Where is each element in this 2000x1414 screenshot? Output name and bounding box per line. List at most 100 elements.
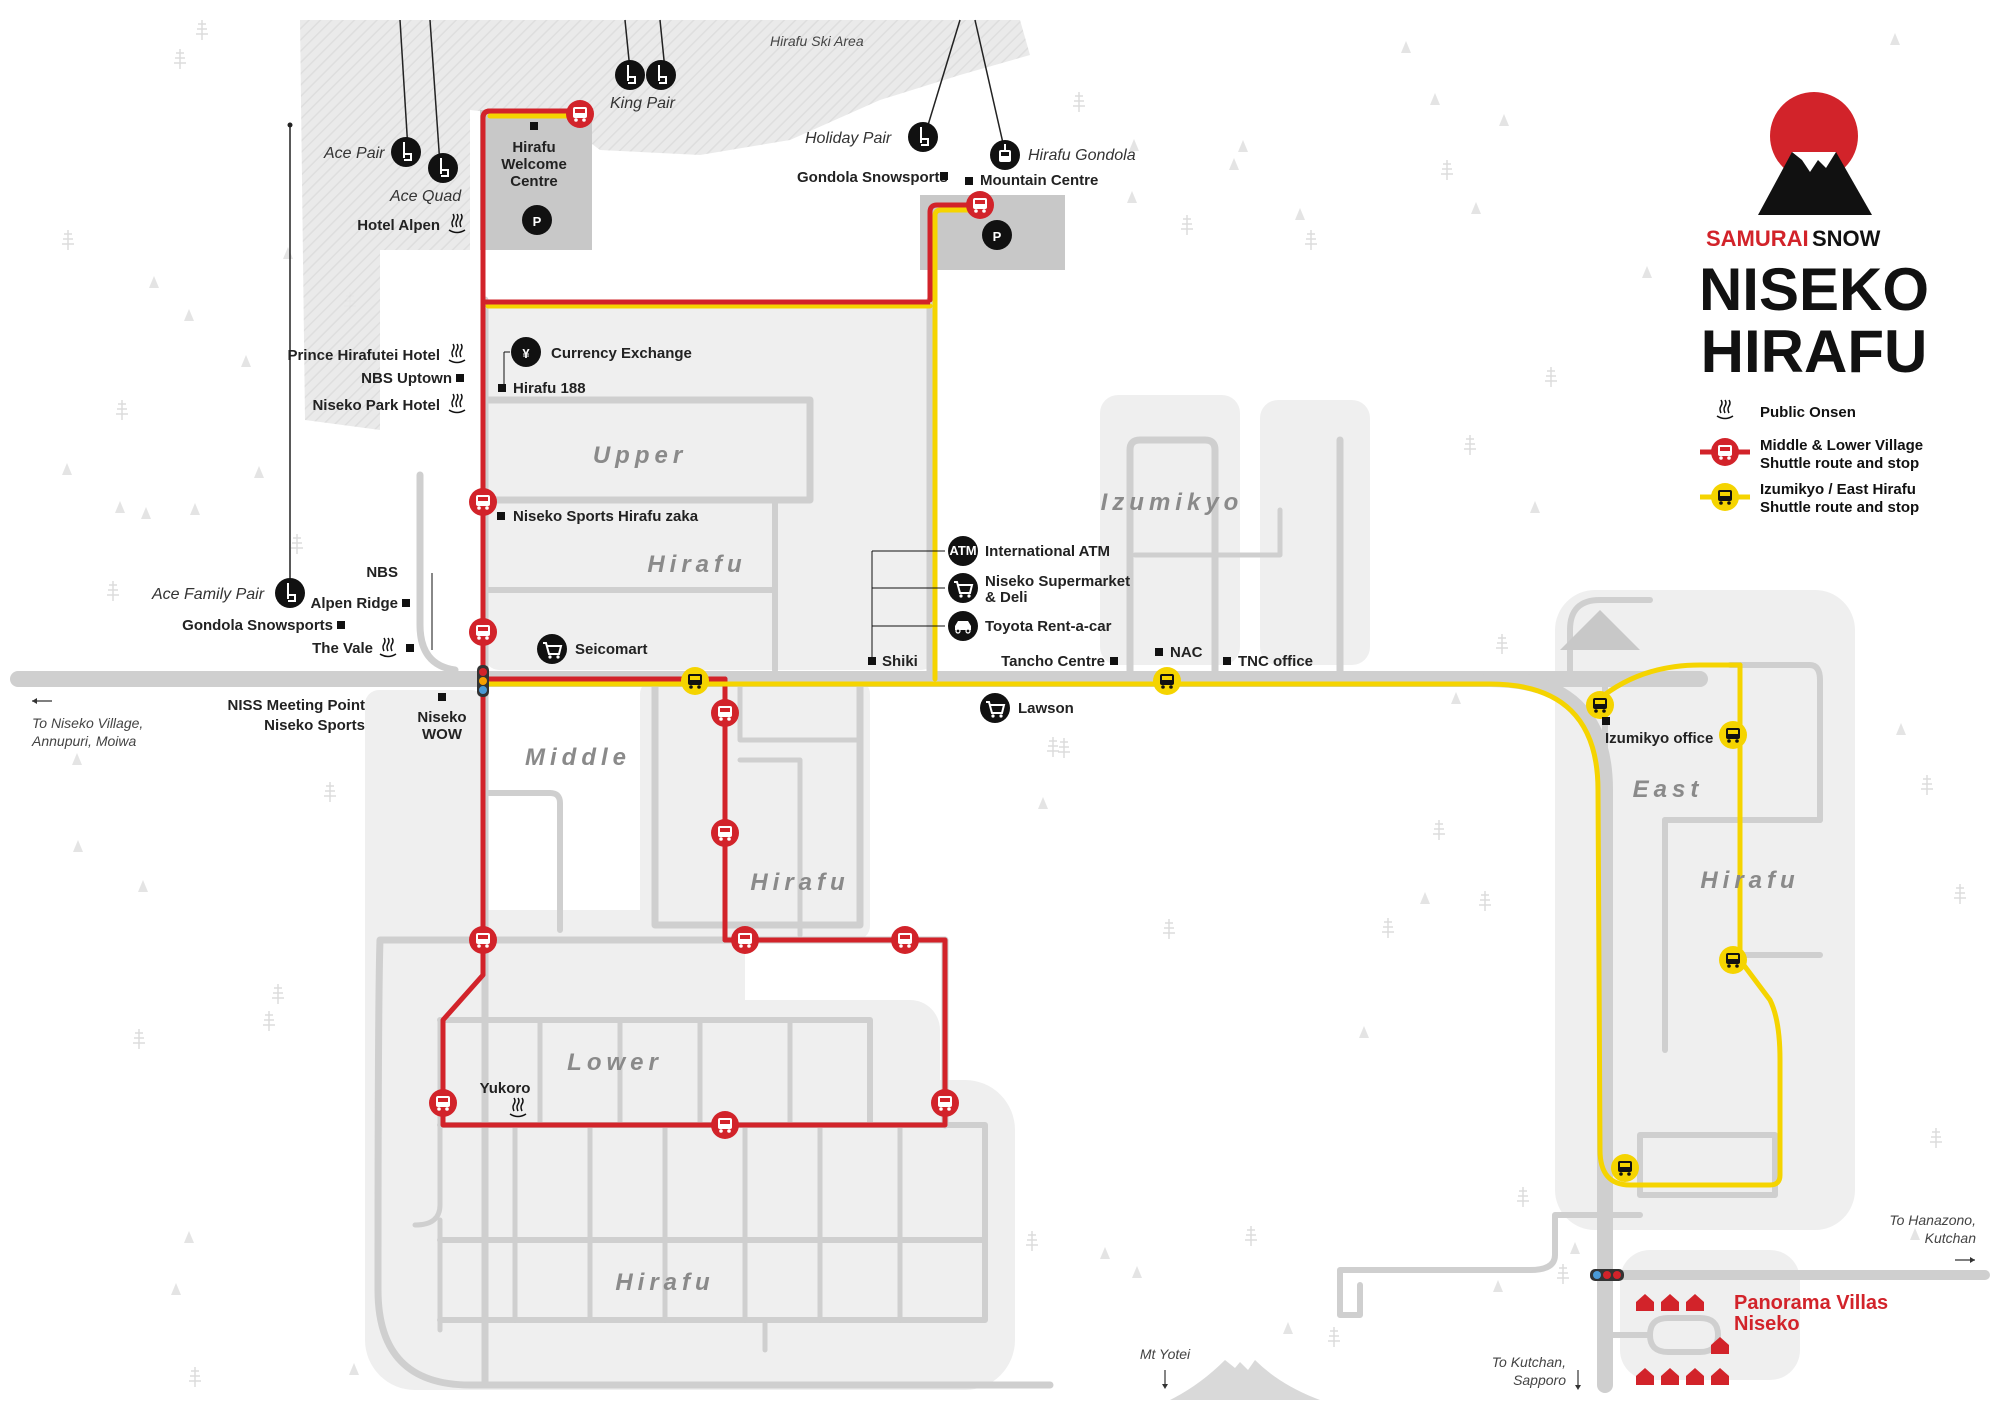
traffic-light-icon [477,665,489,697]
place-label: Niseko Sports [264,717,365,734]
onsen-icon [379,637,397,658]
tree-icon [190,503,200,515]
place-label: Yukoro [480,1080,531,1097]
tree-icon [1283,1322,1293,1334]
ski-area: Hirafu Ski Area [300,20,1030,430]
tree-icon [138,880,148,892]
yellow-bus-stop [1611,1154,1639,1182]
red-bus-stop [931,1089,959,1117]
tree-icon [1910,1228,1920,1240]
ace-family-pair-lift-icon [274,577,306,609]
area-label: Lower [567,1049,663,1076]
king-pair-lift-icon [645,59,677,91]
svg-text:ATM: ATM [949,543,976,558]
tree-icon [1493,1280,1503,1292]
tree-icon [1381,917,1395,939]
red-bus-stop [711,699,739,727]
legend-yellow-2: Shuttle route and stop [1760,499,1919,516]
lift-label-ace-pair: Ace Pair [323,145,385,162]
direction-label: Sapporo [1513,1372,1566,1388]
welcome-centre-label: Centre [510,173,558,190]
atm-icon: ATM [948,536,978,566]
tree-icon [184,1231,194,1243]
place-label: Izumikyo office [1605,730,1713,747]
tree-icon [115,501,125,513]
yellow-bus-stop [1711,483,1739,511]
red-bus-stop [469,618,497,646]
area-label: East [1633,776,1704,803]
shopping-cart-icon [947,572,979,604]
tree-icon [1556,1263,1570,1285]
direction-labels: To Niseko Village, Annupuri, Moiwa To Ha… [31,698,1976,1390]
tree-icon [290,533,304,555]
brand-left: SAMURAI [1706,226,1809,251]
yellow-bus-stop [1153,667,1181,695]
tree-icon [171,1283,181,1295]
tree-icon [1046,736,1060,758]
place-label: Gondola Snowsports [182,617,333,634]
tree-icon [283,247,293,259]
tree-icon [349,1363,359,1375]
tree-icon [1238,140,1248,152]
place-label: Lawson [1018,700,1074,717]
tree-icon [115,399,129,421]
panorama-villas-label: Niseko [1734,1313,1800,1335]
onsen-icon [448,393,466,414]
red-bus-stop [429,1089,457,1117]
tree-icon [1127,191,1137,203]
shopping-cart-icon [979,692,1011,724]
place-label: Alpen Ridge [310,595,398,612]
place-label: NAC [1170,644,1203,661]
red-bus-stop [711,1111,739,1139]
tree-icon [1544,366,1558,388]
place-label: Seicomart [575,641,648,658]
ace-pair-lift-icon [390,136,422,168]
tree-icon [72,753,82,765]
tree-icon [1295,208,1305,220]
panorama-villas: Panorama Villas Niseko [1636,1292,1888,1385]
tree-icon [184,309,194,321]
tree-icon [1451,692,1461,704]
legend-red-1: Middle & Lower Village [1760,437,1923,454]
area-label: Upper [593,442,687,469]
lift-label-holiday-pair: Holiday Pair [805,130,892,147]
tree-icon [1072,91,1086,113]
parking-icon: P [522,205,552,235]
lift-label-hirafu-gondola: Hirafu Gondola [1028,147,1136,164]
mt-yotei-icon [1170,1360,1320,1400]
ace-quad-lift-icon [427,152,459,184]
lift-label-ace-quad: Ace Quad [389,188,462,205]
tree-icon [1420,892,1430,904]
tree-icon [1953,883,1967,905]
tree-icon [1920,774,1934,796]
direction-label: Annupuri, Moiwa [31,733,136,749]
holiday-pair-lift-icon [907,121,939,153]
tree-icon [61,229,75,251]
place-label: Niseko Sports Hirafu zaka [513,508,699,525]
tree-icon [1359,1026,1369,1038]
place-label: TNC office [1238,653,1313,670]
tree-icon [241,355,251,367]
red-bus-stop [711,819,739,847]
place-label: Toyota Rent-a-car [985,618,1112,635]
place-label: Shiki [882,653,918,670]
tree-icon [1499,114,1509,126]
place-label: Currency Exchange [551,345,692,362]
tree-icon [323,781,337,803]
place-label: & Deli [985,589,1028,606]
direction-label: Kutchan [1925,1230,1977,1246]
lift-label-king-pair: King Pair [610,95,676,112]
yellow-shuttle-route [485,113,1783,1188]
red-bus-stop [469,926,497,954]
svg-text:¥: ¥ [522,346,530,361]
lift-cables [289,19,1006,590]
tree-icon [1038,797,1048,809]
yellow-bus-stop [1719,946,1747,974]
tree-icon [149,276,159,288]
title-line2: HIRAFU [1701,318,1928,385]
tree-icon [1471,202,1481,214]
tree-icon [1244,1225,1258,1247]
tree-icon [1162,918,1176,940]
traffic-light-icon [1590,1269,1624,1281]
tree-icon [195,19,209,41]
